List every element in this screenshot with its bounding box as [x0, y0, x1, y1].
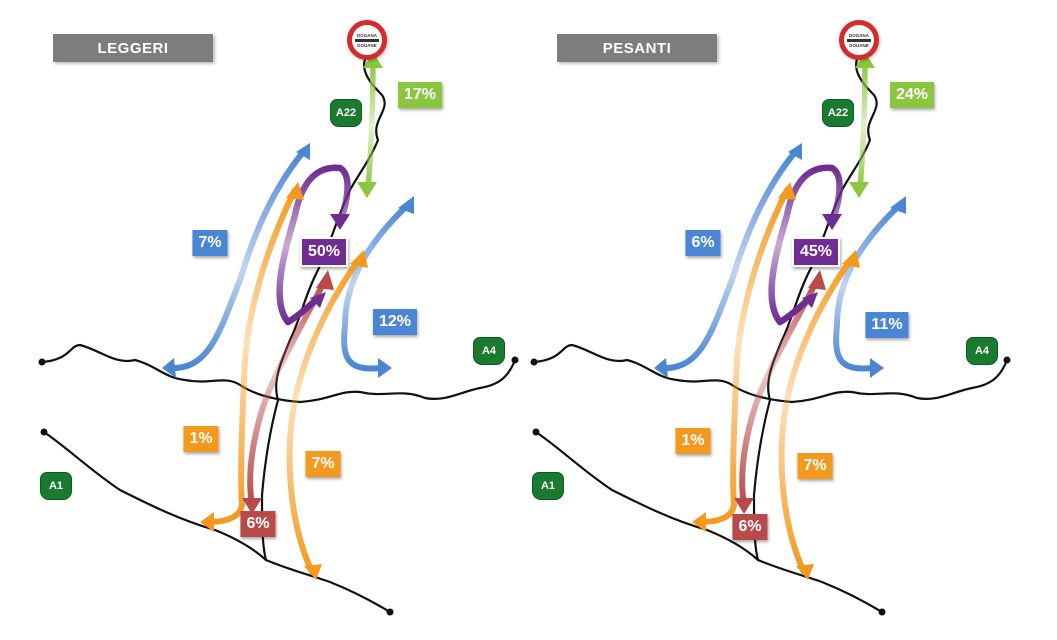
flow-label-west: 1% [183, 426, 219, 452]
flow-label-north-west: 7% [192, 230, 228, 256]
flow-label-local: 50% [299, 237, 349, 267]
flow-label-south: 7% [797, 453, 833, 479]
map-pesanti [531, 52, 1011, 616]
motorway-shield-icon-a4: A4 [966, 337, 998, 365]
map-leggeri [39, 52, 519, 616]
dogana-customs-sign-icon: DOGANA DOUANE [839, 20, 879, 60]
dogana-customs-sign-icon: DOGANA DOUANE [347, 20, 387, 60]
customs-text-bottom: DOUANE [849, 42, 869, 48]
flow-label-west: 1% [675, 428, 711, 454]
flow-label-north-east: 12% [372, 309, 418, 335]
customs-bar [355, 38, 379, 42]
flow-label-customs: 24% [889, 82, 935, 108]
flow-label-south-internal: 6% [240, 511, 276, 537]
customs-text-top: DOGANA [849, 32, 869, 38]
flow-label-north-west: 6% [685, 230, 721, 256]
flow-label-south: 7% [305, 451, 341, 477]
customs-bar [847, 38, 871, 42]
panel-title-leggeri: LEGGERI [53, 34, 213, 62]
motorway-shield-icon-a1: A1 [40, 472, 72, 500]
flow-label-local: 45% [791, 237, 841, 267]
customs-text-top: DOGANA [357, 32, 377, 38]
flow-label-north-east: 11% [865, 312, 909, 338]
flow-label-south-internal: 6% [732, 514, 768, 540]
panel-title-pesanti: PESANTI [557, 34, 717, 62]
motorway-shield-icon-a22: A22 [330, 99, 362, 127]
flow-label-customs: 17% [397, 82, 443, 108]
motorway-shield-icon-a1: A1 [532, 472, 564, 500]
motorway-shield-icon-a22: A22 [822, 99, 854, 127]
motorway-shield-icon-a4: A4 [473, 337, 505, 365]
customs-text-bottom: DOUANE [357, 42, 377, 48]
